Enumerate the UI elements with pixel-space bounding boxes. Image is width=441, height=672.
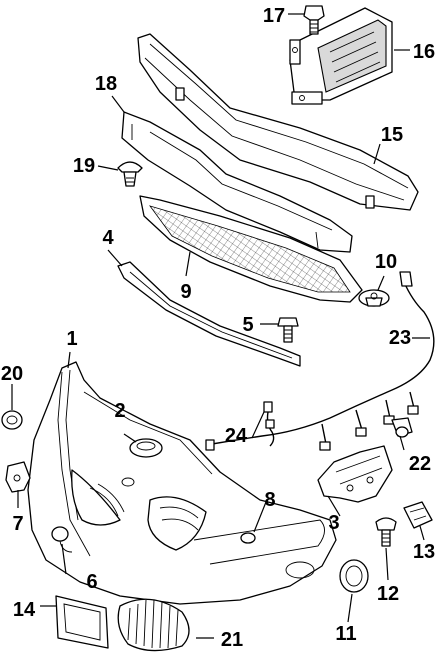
- plug-8: [240, 532, 256, 544]
- side-bracket-7: [5, 461, 31, 493]
- lower-grille: [139, 195, 363, 303]
- grommet-2: [129, 438, 163, 458]
- park-sensor-22: [391, 417, 413, 438]
- callout-16: 16: [413, 41, 435, 63]
- callout-labels: 1 2 3 4 5 6 7 8 9 10 11 12 13 14 15 16 1…: [1, 5, 435, 651]
- license-bracket: [55, 595, 109, 649]
- callout-22: 22: [409, 453, 431, 475]
- mounting-bracket: [317, 445, 393, 503]
- callout-10: 10: [375, 251, 397, 273]
- callout-6: 6: [86, 571, 97, 593]
- leader-lines: [11, 13, 430, 639]
- callout-12: 12: [377, 583, 399, 605]
- callout-19: 19: [73, 155, 95, 177]
- screw-12: [375, 517, 397, 547]
- callout-3: 3: [328, 512, 339, 534]
- bolt-17: [303, 5, 325, 35]
- callout-2: 2: [114, 400, 125, 422]
- callout-24: 24: [225, 425, 248, 447]
- grommet-20: [1, 410, 23, 430]
- callout-9: 9: [180, 281, 191, 303]
- screw-5: [277, 317, 299, 343]
- energy-absorber: [121, 111, 353, 253]
- callout-15: 15: [381, 124, 403, 146]
- callout-18: 18: [95, 73, 117, 95]
- callout-11: 11: [335, 623, 356, 645]
- grommet-10: [358, 289, 390, 307]
- callout-7: 7: [12, 513, 23, 535]
- callout-20: 20: [1, 363, 23, 385]
- callout-13: 13: [413, 541, 435, 563]
- fog-lamp-cap: [339, 559, 369, 593]
- callout-5: 5: [242, 314, 253, 336]
- callout-8: 8: [264, 489, 275, 511]
- clip-nut-13: [403, 501, 433, 529]
- wiring-harness: [205, 271, 435, 451]
- kidney-grille: [117, 598, 190, 652]
- push-clip-19: [117, 161, 143, 187]
- tow-cover-6: [51, 526, 73, 553]
- sensor-24: [263, 401, 275, 447]
- impact-absorber-bracket: [289, 7, 393, 105]
- callout-21: 21: [221, 629, 243, 651]
- callout-14: 14: [13, 599, 36, 621]
- callout-4: 4: [102, 227, 114, 249]
- callout-1: 1: [66, 328, 77, 350]
- reinforcement-bar: [137, 33, 419, 211]
- trim-strip: [117, 261, 301, 367]
- callout-17: 17: [263, 5, 285, 27]
- callout-23: 23: [389, 327, 411, 349]
- bumper-cover: [27, 361, 337, 605]
